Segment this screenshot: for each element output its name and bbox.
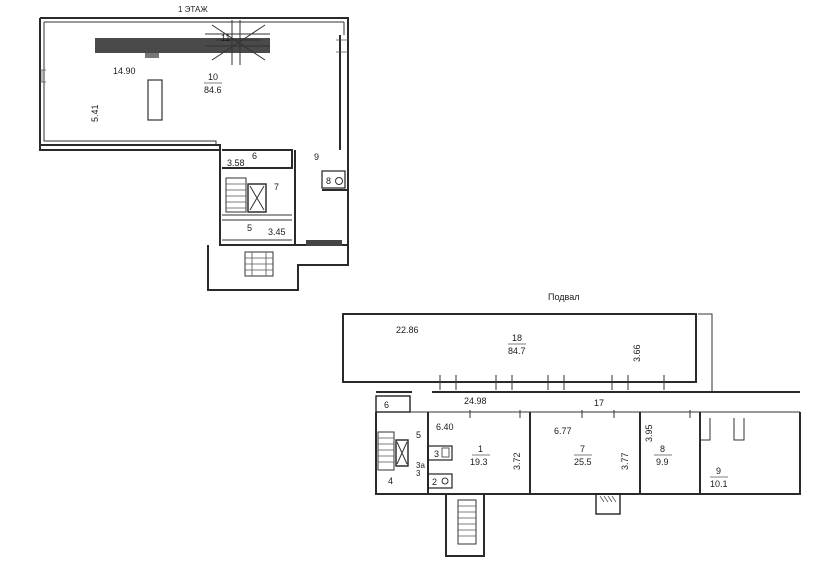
room-6-number: 6 (252, 151, 257, 161)
room-5-basement-number: 5 (416, 430, 421, 440)
stairwell (225, 177, 247, 213)
room-1-dim-depth: 3.72 (512, 452, 522, 470)
room-1-dim-width: 6.40 (436, 422, 454, 432)
center-island (147, 79, 163, 121)
room-18-dim-width: 22.86 (396, 325, 419, 335)
basement-exit-stair-steps (458, 505, 476, 537)
room-8-area: 9.9 (656, 457, 669, 467)
core-divider (222, 214, 292, 221)
room-9-number: 9 (314, 152, 319, 162)
room-7-dim-width: 6.77 (554, 426, 572, 436)
room-3-fixture (441, 447, 450, 458)
room-4-basement-number: 4 (388, 476, 393, 486)
basement-lower-walls (375, 412, 801, 495)
floor1-dim-room6: 3.58 (227, 158, 245, 168)
basement-stair-steps (378, 437, 394, 463)
room-7-number: 7 (274, 182, 279, 192)
floor1-dim-width: 14.90 (113, 66, 136, 76)
floor1-title: 1 ЭТАЖ (178, 5, 208, 14)
toilet-fixture (335, 177, 343, 185)
counter-bar (95, 38, 270, 53)
room-7-number: 7 (580, 444, 585, 454)
room-8-dim: 3.95 (644, 424, 654, 442)
room-11-cross-hatch (211, 20, 266, 65)
basement-exit-stair (457, 499, 477, 545)
room-9-area: 10.1 (710, 479, 728, 489)
entrance-stair-steps (245, 252, 273, 276)
room-2-basement-number: 2 (432, 477, 437, 487)
room-8-basement-number: 8 (660, 444, 665, 454)
room-3a-sub-label: 3 (416, 469, 421, 478)
floor1-window (336, 39, 348, 53)
basement-elevator-cross (396, 441, 408, 465)
room-2-box (427, 473, 453, 489)
room-9-basement-number: 9 (716, 466, 721, 476)
first-floor-plan: 1 ЭТАЖ 14.90 5.41 10 84.6 11 3.58 6 7 5 (39, 5, 349, 291)
room-18-walls (342, 313, 697, 383)
basement-pit-walls (445, 494, 485, 557)
room-11-number: 11 (221, 33, 230, 43)
room-3-basement-number: 3 (434, 449, 439, 459)
room-18-area: 84.7 (508, 346, 526, 356)
basement-elevator (395, 439, 409, 467)
room-17-number: 17 (594, 398, 604, 408)
room-5-number: 5 (247, 223, 252, 233)
basement-outer-edge (698, 313, 713, 392)
window-well-grating (599, 495, 617, 503)
room-7-area: 25.5 (574, 457, 592, 467)
floor1-porch-wall (207, 245, 349, 291)
floor1-dim-depth: 5.41 (90, 104, 100, 122)
room-8-number: 8 (326, 176, 331, 186)
window-well (595, 493, 621, 515)
corridor-dim: 24.98 (464, 396, 487, 406)
room-3a-label: 3a (416, 461, 425, 470)
floor1-radiator (306, 240, 342, 246)
room-8-box (321, 170, 346, 189)
room-11-frame (205, 33, 270, 47)
room-1-area: 19.3 (470, 457, 488, 467)
elevator-cross (249, 185, 265, 211)
stair-steps (226, 183, 246, 209)
room-7-dim-depth: 3.77 (620, 452, 630, 470)
room-2-fixture (441, 477, 449, 485)
room-1-number: 1 (478, 444, 483, 454)
room-6-basement-number: 6 (384, 400, 389, 410)
floor1-inner-wall (43, 21, 345, 146)
basement-plan: Подвал 22.86 18 84.7 3.66 24.98 17 6 5 4… (342, 292, 801, 557)
counter-bar-tab (145, 53, 159, 58)
room-18-dim-depth: 3.66 (632, 344, 642, 362)
floor1-outer-wall (39, 17, 349, 246)
room-10-area: 84.6 (204, 85, 222, 95)
room-6-wall (222, 149, 293, 169)
room-6-basement-box (375, 395, 411, 413)
basement-stair (377, 431, 395, 471)
basement-title: Подвал (548, 292, 579, 302)
room-3-box (427, 445, 453, 461)
floor1-dim-room5: 3.45 (268, 227, 286, 237)
door-ticks (469, 410, 691, 418)
floor1-window (40, 69, 46, 83)
room-10-number: 10 (208, 72, 218, 82)
corridor-openings (439, 375, 665, 390)
room-18-number: 18 (512, 333, 522, 343)
elevator-shaft (247, 183, 267, 213)
room-9-columns (699, 418, 745, 441)
